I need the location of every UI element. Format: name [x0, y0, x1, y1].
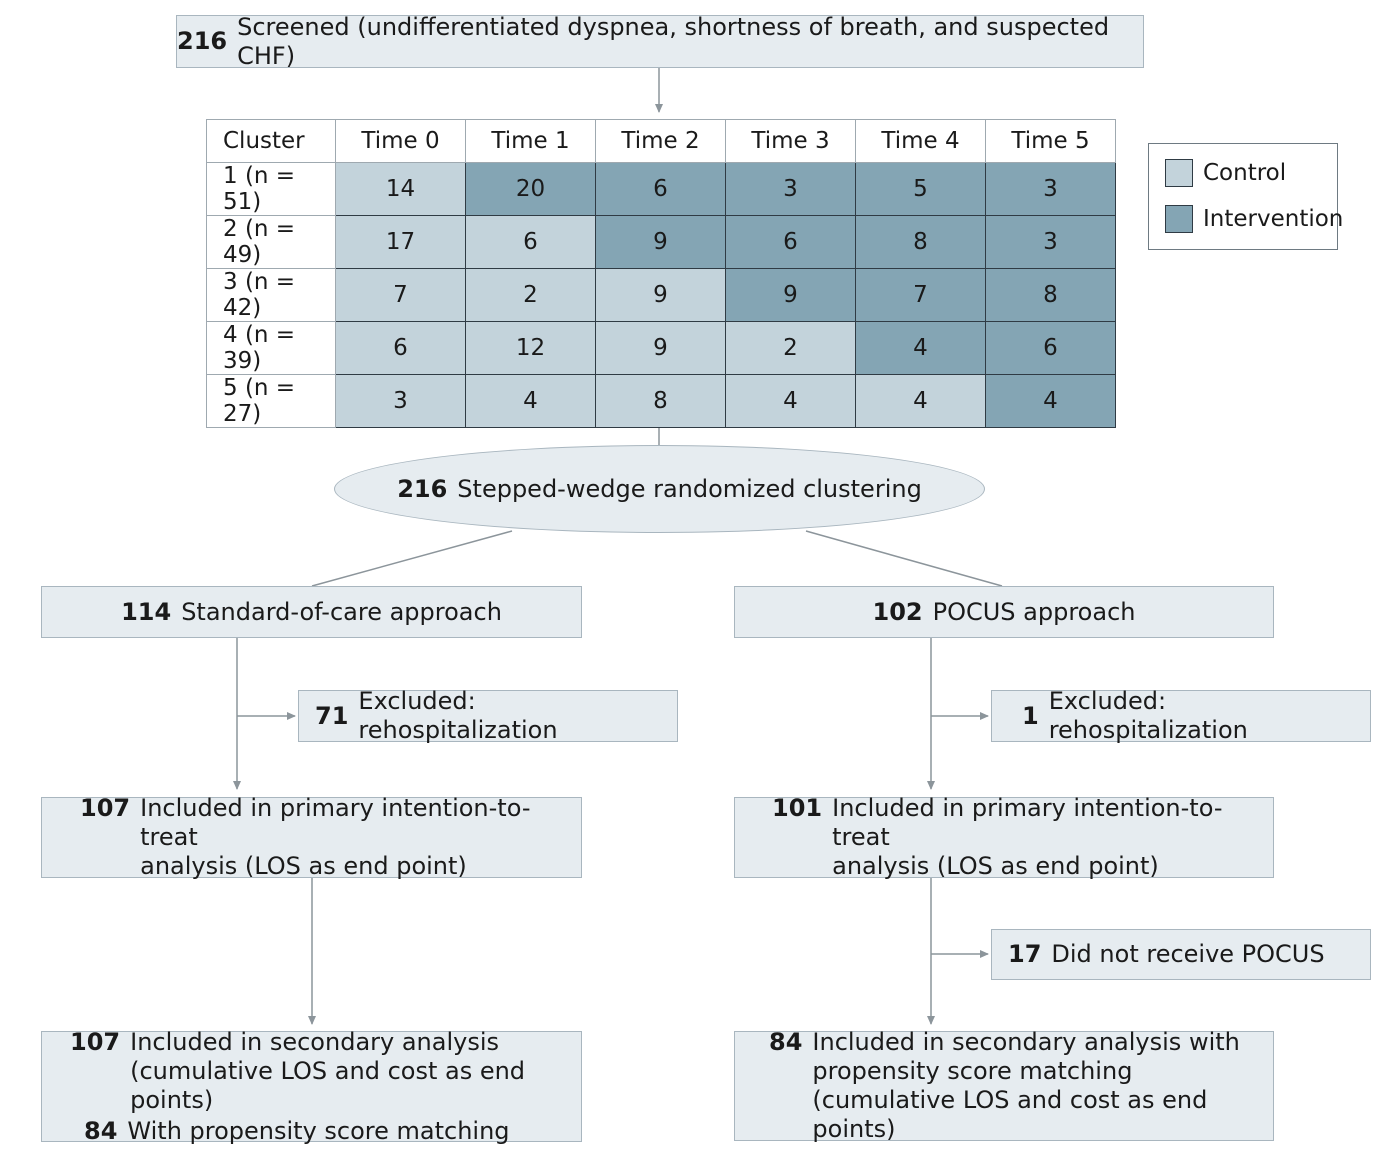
cell-intervention: 6 [595, 162, 726, 216]
left-excluded-count: 71 [315, 701, 349, 730]
left-arm-label: Standard-of-care approach [181, 597, 502, 626]
cell-intervention: 20 [465, 162, 596, 216]
cell-intervention: 6 [725, 215, 856, 269]
header-time-3: Time 3 [725, 119, 856, 163]
right-primary-count: 101 [772, 794, 823, 822]
cell-intervention: 7 [855, 268, 986, 322]
header-time-5: Time 5 [985, 119, 1116, 163]
randomized-count: 216 [397, 475, 448, 503]
randomized-label: Stepped-wedge randomized clustering [457, 475, 922, 503]
left-excluded-label: Excluded: rehospitalization [358, 687, 558, 744]
cell-intervention: 9 [725, 268, 856, 322]
cluster-label: 3 (n = 42) [206, 268, 336, 322]
cell-control: 8 [595, 374, 726, 428]
standard-of-care-box: 114 Standard-of-care approach [41, 586, 582, 638]
header-time-2: Time 2 [595, 119, 726, 163]
right-secondary-line1: Included in secondary analysis with [812, 1028, 1240, 1056]
table-row: 5 (n = 27) 3 4 8 4 4 4 [206, 374, 1116, 428]
header-time-0: Time 0 [335, 119, 466, 163]
line-randomization-to-left-arm [311, 530, 513, 587]
did-not-receive-label: Did not receive POCUS [1051, 940, 1325, 968]
table-row: 1 (n = 51) 14 20 6 3 5 3 [206, 162, 1116, 216]
right-arm-count: 102 [872, 597, 923, 626]
cell-intervention: 5 [855, 162, 986, 216]
did-not-receive-box: 17 Did not receive POCUS [991, 929, 1371, 980]
table-header-row: Cluster Time 0 Time 1 Time 2 Time 3 Time… [206, 119, 1116, 163]
header-time-4: Time 4 [855, 119, 986, 163]
cell-intervention: 4 [855, 321, 986, 375]
table-row: 2 (n = 49) 17 6 9 6 8 3 [206, 215, 1116, 269]
cell-intervention: 8 [985, 268, 1116, 322]
left-primary-count: 107 [80, 794, 131, 822]
legend: Control Intervention [1148, 143, 1343, 250]
cell-control: 6 [335, 321, 466, 375]
left-secondary-line3: With propensity score matching [127, 1116, 510, 1145]
table-row: 4 (n = 39) 6 12 9 2 4 6 [206, 321, 1116, 375]
legend-label-intervention: Intervention [1203, 206, 1344, 232]
left-primary-line2: analysis (LOS as end point) [140, 852, 467, 880]
left-excluded-box: 71 Excluded: rehospitalization [298, 687, 678, 744]
left-secondary-psm-count: 84 [84, 1116, 118, 1145]
screened-label: Screened (undifferentiated dyspnea, shor… [237, 12, 1110, 70]
cell-control: 7 [335, 268, 466, 322]
table-row: 3 (n = 42) 7 2 9 9 7 8 [206, 268, 1116, 322]
left-secondary-box: 107 Included in secondary analysis (cumu… [41, 1027, 582, 1145]
right-primary-line1: Included in primary intention-to-treat [832, 794, 1223, 851]
cell-intervention: 3 [985, 162, 1116, 216]
cluster-label: 4 (n = 39) [206, 321, 336, 375]
cluster-label: 5 (n = 27) [206, 374, 336, 428]
left-arm-count: 114 [121, 597, 172, 626]
cell-intervention: 6 [985, 321, 1116, 375]
cell-control: 9 [595, 321, 726, 375]
right-primary-line2: analysis (LOS as end point) [832, 852, 1159, 880]
cell-control: 2 [465, 268, 596, 322]
left-secondary-count: 107 [70, 1027, 121, 1056]
pocus-box: 102 POCUS approach [734, 586, 1274, 638]
line-randomization-to-right-arm [805, 530, 1003, 587]
left-secondary-line2: (cumulative LOS and cost as end points) [130, 1056, 526, 1114]
cell-intervention: 9 [595, 215, 726, 269]
header-time-1: Time 1 [465, 119, 596, 163]
right-excluded-box: 1 Excluded: rehospitalization [991, 687, 1371, 744]
right-secondary-line3: (cumulative LOS and cost as end points) [812, 1086, 1208, 1143]
right-excluded-label: Excluded: rehospitalization [1048, 687, 1248, 744]
legend-swatch-control [1165, 159, 1193, 187]
did-not-receive-count: 17 [1008, 940, 1042, 968]
cell-control: 14 [335, 162, 466, 216]
header-cluster: Cluster [206, 119, 336, 163]
cell-control: 6 [465, 215, 596, 269]
cluster-label: 2 (n = 49) [206, 215, 336, 269]
right-secondary-box: 84 Included in secondary analysis with p… [734, 1028, 1274, 1143]
legend-item-control: Control [1165, 159, 1286, 187]
cell-control: 12 [465, 321, 596, 375]
cell-control: 9 [595, 268, 726, 322]
cluster-label: 1 (n = 51) [206, 162, 336, 216]
legend-item-intervention: Intervention [1165, 205, 1343, 233]
right-secondary-count: 84 [769, 1028, 803, 1056]
screened-count: 216 [177, 27, 228, 55]
stepped-wedge-table: Cluster Time 0 Time 1 Time 2 Time 3 Time… [206, 119, 1116, 428]
cell-control: 3 [335, 374, 466, 428]
right-arm-label: POCUS approach [932, 597, 1136, 626]
cell-intervention: 8 [855, 215, 986, 269]
randomization-ellipse: 216 Stepped-wedge randomized clustering [334, 445, 985, 533]
cell-control: 4 [725, 374, 856, 428]
right-secondary-line2: propensity score matching [812, 1057, 1133, 1085]
cell-control: 17 [335, 215, 466, 269]
right-primary-box: 101 Included in primary intention-to-tre… [734, 794, 1274, 880]
cell-intervention: 3 [725, 162, 856, 216]
left-primary-box: 107 Included in primary intention-to-tre… [41, 794, 582, 880]
screened-box: 216 Screened (undifferentiated dyspnea, … [176, 12, 1144, 70]
cell-intervention: 3 [985, 215, 1116, 269]
cell-control: 4 [855, 374, 986, 428]
left-primary-line1: Included in primary intention-to-treat [140, 794, 531, 851]
left-secondary-line1: Included in secondary analysis [130, 1027, 500, 1056]
cell-control: 4 [465, 374, 596, 428]
cell-control: 2 [725, 321, 856, 375]
legend-swatch-intervention [1165, 205, 1193, 233]
right-excluded-count: 1 [1022, 701, 1039, 730]
cell-intervention: 4 [985, 374, 1116, 428]
legend-label-control: Control [1203, 160, 1287, 186]
